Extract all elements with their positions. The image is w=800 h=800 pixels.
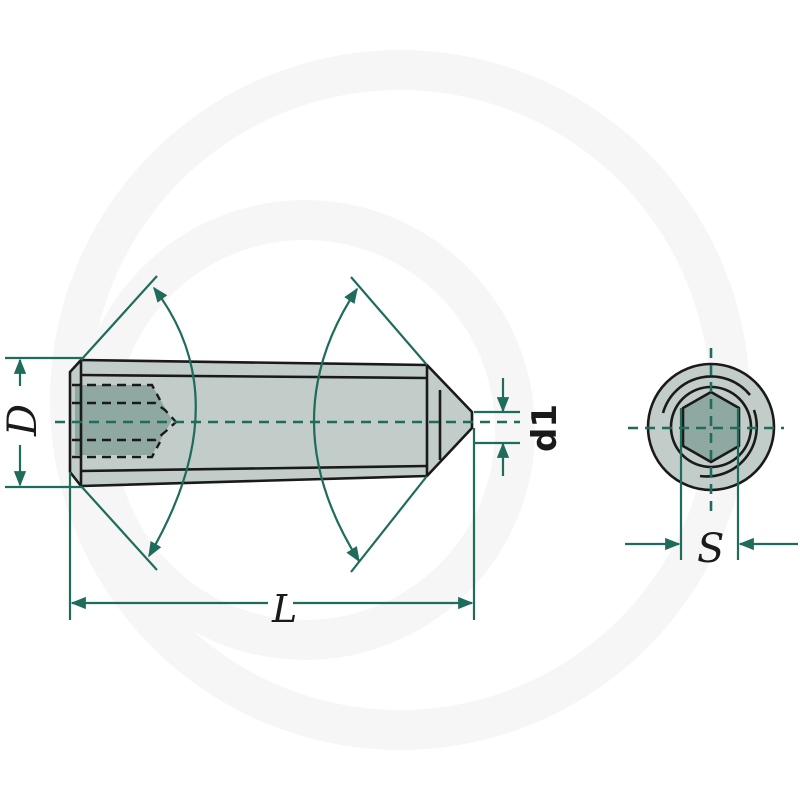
- dimension-d1: d1: [474, 378, 565, 476]
- label-S: S: [697, 526, 724, 572]
- end-view: S: [625, 348, 798, 572]
- side-view: D d1 L: [0, 275, 565, 631]
- dimension-L: L: [68, 428, 476, 631]
- screw-body: [70, 360, 472, 486]
- label-L: L: [271, 587, 297, 631]
- cone-angle-right: [312, 276, 428, 573]
- label-d1: d1: [525, 404, 565, 452]
- cone-angle-left: [80, 275, 197, 571]
- dimension-S: S: [625, 408, 798, 572]
- label-D: D: [0, 404, 46, 437]
